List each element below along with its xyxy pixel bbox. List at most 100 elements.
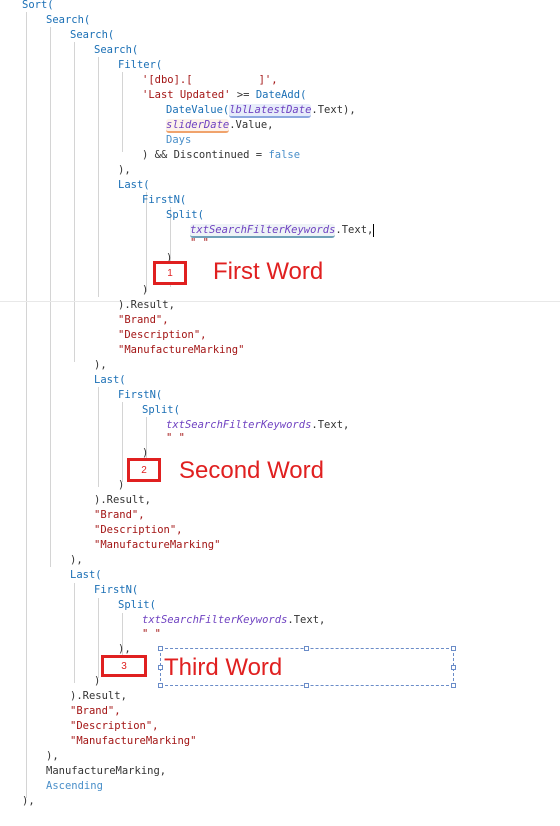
manufacture-marking-column: "ManufactureMarking" xyxy=(118,344,245,356)
text-property: .Text, xyxy=(335,224,374,236)
sort-column-arg: ManufactureMarking, xyxy=(46,765,167,777)
code-line: ) xyxy=(142,283,148,298)
code-line: DateValue(lblLatestDate.Text), xyxy=(166,103,356,118)
search-call: Search( xyxy=(94,44,139,56)
code-line: Last( xyxy=(118,178,150,193)
code-line: Filter( xyxy=(118,58,162,73)
search-call: Search( xyxy=(70,29,115,41)
close-paren: ), xyxy=(118,643,131,655)
resize-handle[interactable] xyxy=(158,683,163,688)
sort-call: Sort( xyxy=(22,0,54,11)
brand-column: "Brand", xyxy=(118,314,169,326)
code-line: "Description", xyxy=(70,719,159,734)
code-line: " " xyxy=(190,236,209,251)
resize-handle[interactable] xyxy=(304,683,309,688)
description-column: "Description", xyxy=(70,720,159,732)
code-line: ), xyxy=(22,794,35,809)
code-line: ) xyxy=(142,446,148,461)
annotation-badge-3: 3 xyxy=(101,655,147,677)
datevalue-call: DateValue( xyxy=(166,104,230,116)
code-line: "Brand", xyxy=(94,508,145,523)
code-line: "Description", xyxy=(94,523,183,538)
code-line: " " xyxy=(166,431,185,446)
indent-guide xyxy=(98,57,99,297)
close-paren: ), xyxy=(22,795,35,807)
code-line: Ascending xyxy=(46,779,103,794)
resize-handle[interactable] xyxy=(158,646,163,651)
close-paren: ), xyxy=(94,359,107,371)
code-line: FirstN( xyxy=(94,583,138,598)
code-line: Split( xyxy=(142,403,180,418)
indent-guide xyxy=(50,27,51,567)
code-line: ManufactureMarking, xyxy=(46,764,166,779)
code-line: ), xyxy=(70,553,83,568)
code-line: ), xyxy=(94,358,107,373)
close-paren: ) xyxy=(118,479,125,491)
manufacture-marking-column: "ManufactureMarking" xyxy=(94,539,221,551)
resize-handle[interactable] xyxy=(451,683,456,688)
space-delimiter: " " xyxy=(190,237,209,249)
last-call: Last( xyxy=(94,374,126,386)
code-line: ) xyxy=(166,251,172,266)
description-column: "Description", xyxy=(118,329,207,341)
close-paren: ), xyxy=(46,750,59,762)
indent-guide xyxy=(74,42,75,362)
keywords-input-ref: txtSearchFilterKeywords xyxy=(142,614,288,626)
text-property: .Text), xyxy=(311,104,356,116)
code-line: Last( xyxy=(94,373,126,388)
resize-handle[interactable] xyxy=(451,665,456,670)
code-line: FirstN( xyxy=(142,193,186,208)
last-call: Last( xyxy=(70,569,102,581)
code-line: txtSearchFilterKeywords.Text, xyxy=(190,223,375,238)
indent-guide xyxy=(122,402,123,482)
last-updated-column: 'Last Updated' xyxy=(142,89,231,101)
firstn-call: FirstN( xyxy=(142,194,187,206)
code-line: Search( xyxy=(70,28,114,43)
indent-guide xyxy=(122,72,123,152)
split-call: Split( xyxy=(118,599,156,611)
code-line: ) xyxy=(118,478,124,493)
code-line: ), xyxy=(46,749,59,764)
code-line: " " xyxy=(142,627,161,642)
code-line: Last( xyxy=(70,568,102,583)
code-line: '[dbo].[]', xyxy=(142,73,278,88)
search-call: Search( xyxy=(46,14,91,26)
code-line: ) xyxy=(94,674,100,689)
annotation-label-1: First Word xyxy=(213,258,324,285)
resize-handle[interactable] xyxy=(451,646,456,651)
text-property: .Text, xyxy=(287,614,326,626)
table-name-close: ]', xyxy=(258,74,278,86)
indent-guide xyxy=(170,207,171,287)
ascending-order: Ascending xyxy=(46,780,103,792)
annotation-label-3[interactable]: Third Word xyxy=(164,654,283,681)
resize-handle[interactable] xyxy=(304,646,309,651)
dateadd-call: DateAdd( xyxy=(255,89,307,101)
code-line: FirstN( xyxy=(118,388,162,403)
code-line: Days xyxy=(166,133,191,148)
gte-operator: >= xyxy=(230,89,256,101)
close-paren: ) xyxy=(94,675,101,687)
keywords-input-ref: txtSearchFilterKeywords xyxy=(166,419,312,431)
firstn-call: FirstN( xyxy=(94,584,139,596)
code-line: sliderDate.Value, xyxy=(166,118,273,133)
indent-guide xyxy=(98,387,99,487)
keywords-input-ref: txtSearchFilterKeywords xyxy=(190,224,336,238)
code-line: "Brand", xyxy=(118,313,169,328)
brand-column: "Brand", xyxy=(94,509,145,521)
close-paren: ) xyxy=(142,447,149,459)
filter-call: Filter( xyxy=(118,59,163,71)
result-access: ).Result, xyxy=(94,494,151,506)
result-access: ).Result, xyxy=(70,690,127,702)
resize-handle[interactable] xyxy=(158,665,163,670)
split-call: Split( xyxy=(142,404,180,416)
indent-guide xyxy=(122,613,123,673)
close-paren: ), xyxy=(70,554,83,566)
code-line: ).Result, xyxy=(94,493,151,508)
split-call: Split( xyxy=(166,209,204,221)
result-access: ).Result, xyxy=(118,299,175,311)
code-line: "Description", xyxy=(118,328,207,343)
code-line: "Brand", xyxy=(70,704,121,719)
close-paren: ), xyxy=(118,164,131,176)
code-line: Search( xyxy=(46,13,90,28)
